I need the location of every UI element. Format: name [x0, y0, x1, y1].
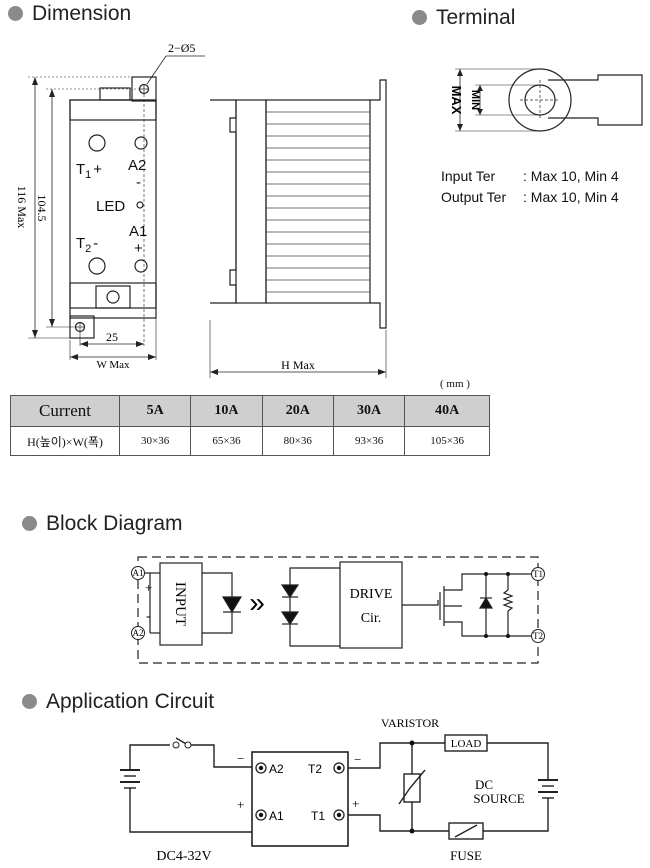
tvs-diode-icon	[478, 596, 494, 609]
lug-barrel	[548, 74, 643, 126]
app-label-t1: T1	[311, 809, 325, 823]
section-title-application-circuit: Application Circuit	[22, 690, 214, 714]
dimension-drawing: 2−Ø5 116 Max 104.5 25 W Max H Max T1+ A2…	[15, 41, 387, 378]
table-header-row: Current 5A 10A 20A 30A 40A	[10, 395, 490, 427]
app-minus-right: −	[354, 752, 361, 767]
block-plus-sign: +	[145, 580, 152, 595]
width-pitch-label: 25	[106, 330, 118, 344]
depth-max-label: H Max	[281, 358, 315, 372]
terminal-a2	[131, 626, 145, 640]
section-title-dimension: Dimension	[8, 2, 131, 26]
wire-a2	[188, 744, 252, 768]
bullet-icon	[412, 10, 427, 25]
terminal-max-label: MAX	[449, 86, 464, 115]
app-label-t2: T2	[308, 762, 322, 776]
block-minus-sign: -	[146, 609, 151, 624]
table-header-label: Current	[10, 395, 120, 427]
app-plus-right: +	[352, 796, 359, 811]
drive-circuit-block	[339, 561, 403, 649]
dimension-table: Current 5A 10A 20A 30A 40A H(높이)×W(폭) 30…	[10, 395, 490, 456]
terminal-t2	[531, 629, 545, 643]
label-led: LED	[96, 198, 125, 215]
ssr-module	[251, 751, 349, 847]
table-cell: 30×36	[118, 426, 192, 456]
fuse-label: FUSE	[450, 848, 482, 863]
table-col-20a: 20A	[261, 395, 334, 427]
table-col-10a: 10A	[190, 395, 263, 427]
input-terminal-spec: Input Ter: Max 10, Min 4	[441, 168, 619, 184]
ssr-side-view	[210, 99, 237, 304]
terminal-a1	[131, 566, 145, 580]
table-cell: 65×36	[190, 426, 263, 456]
label-a1-sign: +	[134, 240, 143, 257]
ssr-top-cap	[69, 99, 157, 121]
label-a2-sign: -	[136, 174, 141, 191]
width-max-label: W Max	[96, 359, 130, 371]
photodiode-icon	[280, 584, 300, 599]
heatsink-fins	[266, 111, 370, 293]
terminal-min-label: MIN	[469, 90, 481, 110]
svg-text:A2: A2	[133, 628, 144, 638]
app-plus-left: +	[237, 797, 244, 812]
resistor-icon	[502, 589, 514, 612]
input-block-label: INPUT	[172, 582, 188, 626]
drive-block-label-1: DRIVE	[350, 587, 393, 602]
load-label: LOAD	[451, 738, 482, 750]
terminal-t2-screw	[88, 257, 106, 275]
drive-block-label-2: Cir.	[361, 611, 382, 626]
table-cell: 93×36	[332, 426, 406, 456]
unit-label: ( mm )	[440, 378, 470, 390]
table-row: H(높이)×W(폭) 30×36 65×36 80×36 93×36 105×3…	[10, 426, 490, 456]
input-block	[159, 562, 203, 646]
optical-coupling-arrows: »	[249, 587, 265, 618]
terminal-t1	[531, 567, 545, 581]
height-inner-label: 104.5	[35, 195, 49, 222]
svg-text:T2: T2	[533, 631, 543, 641]
svg-text:T1: T1	[533, 569, 543, 579]
height-outer-label: 116 Max	[15, 186, 29, 229]
output-terminal-spec: Output Ter: Max 10, Min 4	[441, 189, 619, 205]
varistor-label: VARISTOR	[381, 716, 439, 730]
table-col-30a: 30A	[332, 395, 406, 427]
table-cell: 105×36	[404, 426, 490, 456]
app-label-a2: A2	[269, 762, 284, 776]
application-circuit: A2 A1 T2 T1 − + − + VARISTOR LOAD DC SOU…	[120, 716, 558, 864]
table-col-40a: 40A	[404, 395, 490, 427]
ssr-bottom-cap	[69, 282, 157, 309]
table-cell: 80×36	[261, 426, 334, 456]
label-a1: A1	[129, 223, 147, 240]
bullet-icon	[8, 6, 23, 21]
dc-source-label-1: DC	[475, 777, 493, 792]
dc-source-label-2: SOURCE	[473, 791, 524, 806]
led-diode-icon	[221, 596, 243, 614]
wire-t2	[348, 742, 445, 769]
terminal-lug-drawing: MAX MIN	[449, 68, 643, 132]
terminal-t1-screw	[88, 134, 106, 152]
table-col-5a: 5A	[118, 395, 192, 427]
svg-text:A1: A1	[133, 568, 144, 578]
label-t2: T2-	[76, 235, 98, 255]
supply-voltage-label: DC4-32V	[156, 849, 211, 864]
app-label-a1: A1	[269, 809, 284, 823]
bullet-icon	[22, 516, 37, 531]
section-title-block-diagram: Block Diagram	[22, 512, 183, 536]
section-title-terminal: Terminal	[412, 6, 515, 30]
label-t1: T1+	[76, 161, 102, 181]
table-row-label: H(높이)×W(폭)	[10, 426, 120, 456]
block-dashed-border	[137, 556, 539, 664]
bullet-icon	[22, 694, 37, 709]
hole-label: 2−Ø5	[168, 41, 195, 55]
block-diagram: A1 A2 T1 T2 + - INPUT » DRIVE Cir.	[131, 556, 545, 664]
app-minus-left: −	[237, 751, 244, 766]
label-a2: A2	[128, 157, 146, 174]
